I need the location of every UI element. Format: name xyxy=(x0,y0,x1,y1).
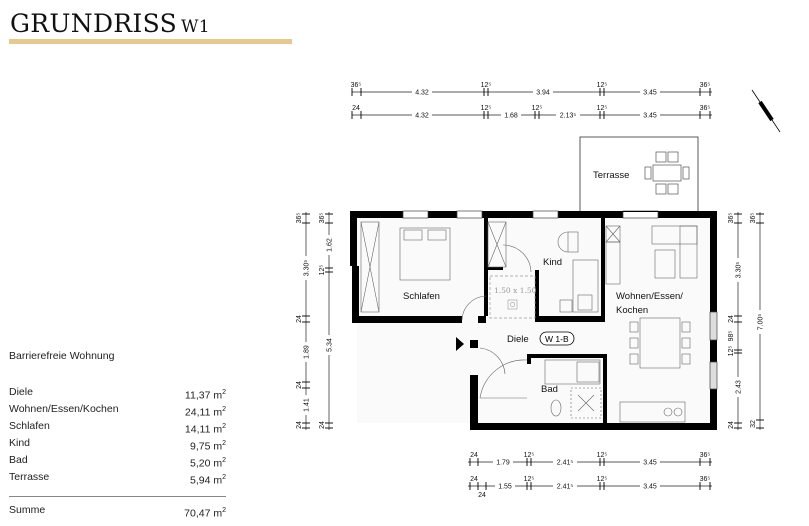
dimension-label: 4.32 xyxy=(415,113,429,120)
room-label-kind: Kind xyxy=(543,257,562,268)
dimension-label: 7.00⁵ xyxy=(758,314,765,331)
room-name: Bad xyxy=(9,454,28,466)
dimension-label: 2.43 xyxy=(736,380,743,394)
dimension-label: 12⁵ xyxy=(532,105,543,112)
total-label: Summe xyxy=(9,504,46,516)
dimension-label: 1.89 xyxy=(304,345,311,359)
room-row: Wohnen/Essen/Kochen 24,11 m2 xyxy=(9,401,226,419)
dimension-label: 24 xyxy=(470,476,478,483)
dimension-label: 36⁵ xyxy=(750,213,757,224)
room-area-table: Diele 11,37 m2 Wohnen/Essen/Kochen 24,11 m2… xyxy=(9,384,226,520)
dimension-label: 36⁵ xyxy=(700,476,711,483)
dimension-label: 2.13⁵ xyxy=(560,113,577,120)
dimension-label: 1.62 xyxy=(327,238,334,252)
dimension-label: 1.41 xyxy=(304,398,311,412)
dimension-label: 24 xyxy=(296,315,303,323)
dimension-label: 24 xyxy=(728,421,735,429)
room-row: Terrasse 5,94 m2 xyxy=(9,469,226,487)
room-label-kochen: Kochen xyxy=(616,305,648,316)
dimension-label: 32 xyxy=(750,420,757,428)
apartment-type: Barrierefreie Wohnung xyxy=(9,350,115,362)
dimension-label: 98⁵ xyxy=(728,331,735,342)
room-name: Schlafen xyxy=(9,420,50,432)
dimension-label: 12⁵ xyxy=(481,82,492,89)
dimension-label: 36⁵ xyxy=(700,105,711,112)
dimension-label: 36⁵ xyxy=(700,452,711,459)
title-text: GRUNDRISS xyxy=(10,9,177,38)
furniture xyxy=(360,221,698,423)
room-row: Bad 5,20 m2 xyxy=(9,452,226,470)
dimension-label: 3.94 xyxy=(536,90,550,97)
room-area: 11,37 m2 xyxy=(184,389,226,402)
dimension-label: 12⁵ xyxy=(481,105,492,112)
dimension-label: 36⁵ xyxy=(351,82,362,89)
dimension-label: 3.45 xyxy=(643,460,657,467)
room-label-wohnen: Wohnen/Essen/ xyxy=(616,291,683,302)
unit-tag-text: W 1-B xyxy=(545,334,569,344)
dimension-label: 24 xyxy=(296,421,303,429)
dimension-label: 36⁵ xyxy=(728,213,735,224)
dimension-label: 4.32 xyxy=(415,90,429,97)
wheelchair-icon xyxy=(507,299,518,310)
room-area: 5,94 m2 xyxy=(189,474,226,487)
terrace-table-icon xyxy=(644,151,690,195)
dimension-label: 3.30⁵ xyxy=(736,262,743,279)
room-area: 14,11 m2 xyxy=(184,423,226,436)
unit-code: W1 xyxy=(181,17,210,37)
dimension-label: 24 xyxy=(319,421,326,429)
total-row: Summe 70,47 m2 xyxy=(9,502,226,520)
dimension-label: 12⁵ xyxy=(524,476,535,483)
dimension-label: 2.41⁵ xyxy=(557,484,574,491)
room-name: Terrasse xyxy=(9,471,50,483)
dimension-label: 3.45 xyxy=(643,113,657,120)
dimension-label: 24 xyxy=(478,492,486,499)
dimension-label: 12⁵ xyxy=(597,476,608,483)
room-row: Schlafen 14,11 m2 xyxy=(9,418,226,436)
dimension-lines: 36⁵ 4.32 12⁵ 3.94 12⁵ 3.45 36⁵ 24 4.32 12⁵ 1.68 12⁵… xyxy=(296,82,765,499)
dimension-label: 12⁵ xyxy=(597,105,608,112)
dimension-label: 1.55 xyxy=(498,484,512,491)
windows xyxy=(402,210,718,390)
dimension-label: 12⁵ xyxy=(597,452,608,459)
north-arrow-icon xyxy=(751,89,781,133)
dimension-label: 12⁵ xyxy=(597,82,608,89)
room-label-schlafen: Schlafen xyxy=(403,291,440,302)
room-name: Diele xyxy=(9,386,33,398)
room-label-terrasse: Terrasse xyxy=(593,170,629,181)
dimension-label: 12⁵ xyxy=(524,452,535,459)
dimension-label: 1.68 xyxy=(504,113,518,120)
title-underline xyxy=(9,39,292,44)
dimension-label: 12⁵ xyxy=(319,265,326,276)
dimension-label: 3.30⁵ xyxy=(304,260,311,277)
dimension-label: 24 xyxy=(352,105,360,112)
dimension-label: 24 xyxy=(296,381,303,389)
dimension-label: 3.45 xyxy=(643,90,657,97)
dimension-label: 3.45 xyxy=(643,484,657,491)
dimension-label: 36⁵ xyxy=(319,213,326,224)
room-name: Kind xyxy=(9,437,31,449)
room-label-bad: Bad xyxy=(541,384,558,395)
room-area: 9,75 m2 xyxy=(189,440,226,453)
room-name: Wohnen/Essen/Kochen xyxy=(9,403,119,415)
sum-divider xyxy=(9,496,226,497)
entrance-arrow-icon xyxy=(456,337,464,351)
dimension-label: 12⁵ xyxy=(728,346,735,357)
dimension-label: 5.34 xyxy=(327,338,334,352)
dimension-label: 2.41⁵ xyxy=(557,460,574,467)
dimension-label: 1.79 xyxy=(496,460,510,467)
dimension-label: 36⁵ xyxy=(700,82,711,89)
unit-tag-badge xyxy=(539,331,575,346)
room-row: Diele 11,37 m2 xyxy=(9,384,226,402)
room-area: 24,11 m2 xyxy=(184,406,226,419)
room-row: Kind 9,75 m2 xyxy=(9,435,226,453)
dimension-label: 24 xyxy=(470,452,478,459)
turning-circle-area xyxy=(489,275,536,319)
dimension-label: 24 xyxy=(728,315,735,323)
room-area: 5,20 m2 xyxy=(189,457,226,470)
total-value: 70,47 m2 xyxy=(184,507,226,520)
room-label-diele: Diele xyxy=(507,334,529,345)
turning-circle-label: 1.50 x 1.50 xyxy=(494,286,537,295)
dimension-label: 36⁵ xyxy=(296,213,303,224)
